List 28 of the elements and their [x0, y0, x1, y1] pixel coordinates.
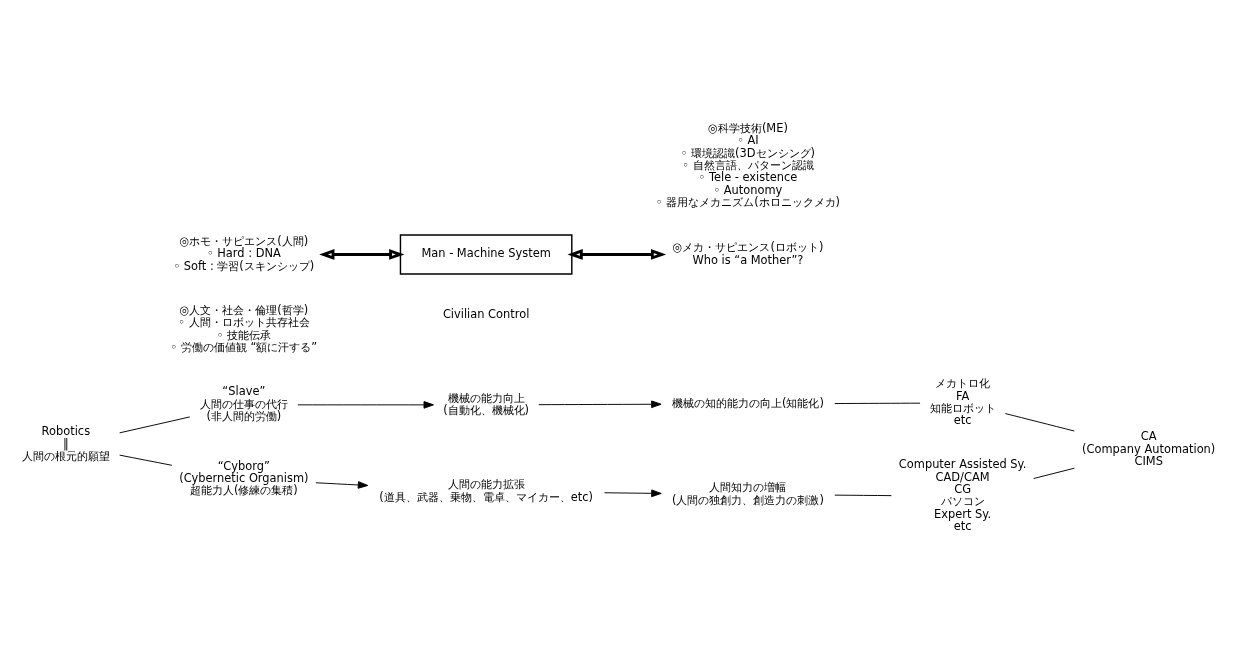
node-text: ◎科学技術(ME) ◦ AI ◦ 環境認識(3Dセンシング) ◦ 自然言語、パターン認識 ◦ Tele - existence ◦ Autonomy ◦ 器用なメカニズム(ホロニックメカ) [655, 120, 841, 209]
node-text: CA (Company Automation) CIMS [1082, 428, 1216, 468]
node-text: Robotics ‖ 人間の根元的願望 [21, 423, 110, 463]
arrow [297, 400, 434, 409]
connector [119, 415, 191, 433]
node-text: “Slave” 人間の仕事の代行 (非人間的労働) [199, 383, 288, 423]
arrow [319, 248, 405, 260]
connector [1004, 412, 1075, 431]
node-text: メカトロ化 FA 知能ロボット etc [929, 375, 996, 427]
node-text: 人間の能力拡張 (道具、武器、乗物、電卓、マイカー、etc) [379, 476, 593, 504]
label: Civilian Control [442, 306, 530, 321]
node-text: 機械の能力向上 (自動化、機械化) [443, 390, 530, 417]
arrow [604, 489, 662, 497]
node-text: ◎ホモ・サピエンス(人間) ◦ Hard : DNA ◦ Soft : 学習(スキンシップ) [173, 233, 315, 273]
connector [119, 454, 173, 466]
node-text: 機械の知的能力の向上(知能化) [671, 395, 824, 410]
node-text: ◎メカ・サピエンス(ロボット) Who is “a Mother”? [672, 239, 824, 267]
connector [834, 402, 921, 404]
arrow [315, 480, 369, 489]
node-text: Computer Assisted Sy. CAD/CAM CG パソコン Expert Sy. etc [898, 456, 1027, 533]
arrow [567, 248, 667, 260]
arrow [538, 399, 662, 408]
node-text: ◎人文・社会・倫理(哲学) ◦ 人間・ロボット共存社会 ◦ 技能伝承 ◦ 労働の価値観 “額に汗する” [170, 302, 318, 354]
node-box: Man - Machine System [399, 233, 573, 275]
node-text: “Cyborg” (Cybernetic Organism) 超能力人(修練の集積) [179, 458, 309, 497]
node-text: 人間知力の増幅 (人間の独創力、創造力の刺激) [671, 479, 824, 506]
connector [1033, 467, 1075, 479]
connector [834, 494, 892, 496]
